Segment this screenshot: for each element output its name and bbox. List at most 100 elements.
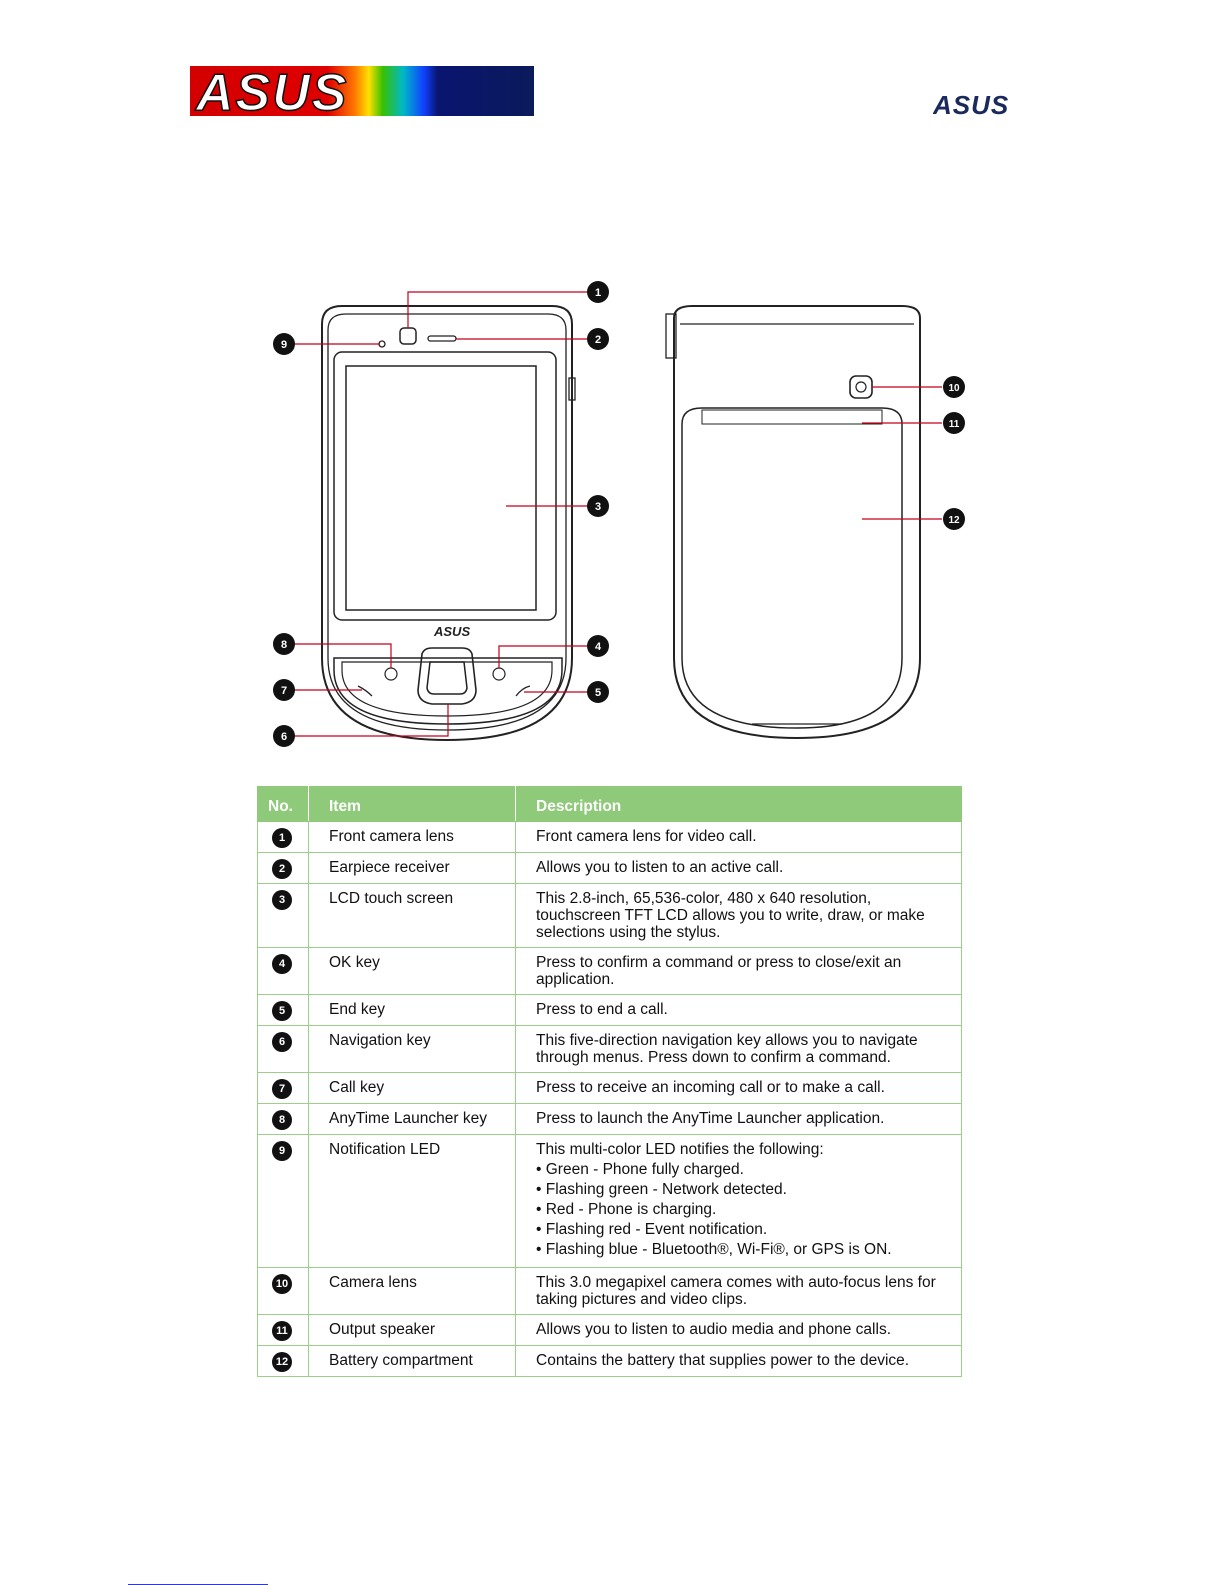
- table-row: 12 Battery compartment Contains the batt…: [257, 1345, 962, 1377]
- row-description: Press to launch the AnyTime Launcher app…: [515, 1103, 962, 1135]
- row-number-badge: 4: [272, 954, 292, 974]
- earpiece: [427, 335, 457, 342]
- asus-logo-wordmark: ASUS: [193, 66, 348, 116]
- row-description: Press to end a call.: [515, 994, 962, 1026]
- svg-text:12: 12: [948, 515, 960, 526]
- callout-9: 9: [273, 333, 295, 355]
- row-item: Camera lens: [308, 1267, 516, 1315]
- row-item: Battery compartment: [308, 1345, 516, 1377]
- header-item: Item: [308, 786, 516, 822]
- row-number-badge: 10: [272, 1274, 292, 1294]
- key-panel-inner: [341, 661, 553, 717]
- row-description: Allows you to listen to audio media and …: [515, 1314, 962, 1346]
- row-description: This five-direction navigation key allow…: [515, 1025, 962, 1073]
- callout-3: 3: [587, 495, 609, 517]
- row-number-badge: 7: [272, 1079, 292, 1099]
- key-panel: [333, 657, 563, 725]
- svg-text:4: 4: [595, 641, 602, 653]
- speaker-grille: [701, 409, 883, 425]
- components-table: No. Item Description 1 Front camera lens…: [257, 786, 962, 1377]
- svg-text:2: 2: [595, 334, 601, 346]
- row-number-badge: 1: [272, 828, 292, 848]
- front-body-outline: [321, 305, 573, 742]
- device-logo: ASUS: [433, 624, 470, 639]
- back-view: [665, 305, 921, 740]
- table-row: 2 Earpiece receiver Allows you to listen…: [257, 852, 962, 884]
- row-number-badge: 2: [272, 859, 292, 879]
- asus-banner-logo: ASUS: [190, 66, 534, 116]
- row-number-badge: 9: [272, 1141, 292, 1161]
- rear-camera: [849, 375, 873, 399]
- row-item: Call key: [308, 1072, 516, 1104]
- row-item: Notification LED: [308, 1134, 516, 1268]
- bullet-item: Red - Phone is charging.: [536, 1201, 953, 1218]
- svg-text:5: 5: [595, 687, 601, 699]
- navigation-key-outer: [417, 647, 477, 705]
- header-no: No.: [257, 786, 309, 822]
- callout-5: 5: [587, 681, 609, 703]
- front-camera: [399, 327, 417, 345]
- row-item: End key: [308, 994, 516, 1026]
- svg-text:1: 1: [595, 287, 601, 299]
- svg-text:10: 10: [948, 383, 960, 394]
- row-description: Front camera lens for video call.: [515, 821, 962, 853]
- banner-logo-text: ASUS: [194, 66, 348, 116]
- call-key-glyph: [357, 685, 373, 697]
- table-row: 11 Output speaker Allows you to listen t…: [257, 1314, 962, 1346]
- row-item: LCD touch screen: [308, 883, 516, 948]
- ok-key-icon: [492, 667, 506, 681]
- navigation-key-center: [426, 661, 468, 695]
- row-number-badge: 12: [272, 1352, 292, 1372]
- back-body-outline: [673, 305, 921, 740]
- callout-7: 7: [273, 679, 295, 701]
- corner-logo-text: ASUS: [933, 92, 1009, 118]
- row-description: Allows you to listen to an active call.: [515, 852, 962, 884]
- bullet-item: Flashing green - Network detected.: [536, 1181, 953, 1198]
- callout-4: 4: [587, 635, 609, 657]
- stylus-slot: [665, 313, 677, 359]
- table-row: 5 End key Press to end a call.: [257, 994, 962, 1026]
- table-row: 8 AnyTime Launcher key Press to launch t…: [257, 1103, 962, 1135]
- svg-text:6: 6: [281, 731, 287, 743]
- row-number-badge: 8: [272, 1110, 292, 1130]
- launcher-key-icon: [384, 667, 398, 681]
- row-description: Press to receive an incoming call or to …: [515, 1072, 962, 1104]
- row-description-cell: This multi-color LED notifies the follow…: [515, 1134, 962, 1268]
- row-number-badge: 3: [272, 890, 292, 910]
- device-diagram: ASUS 1 2 3 4 5 6 7 8 9 10 11: [273, 281, 965, 747]
- row-description: This 3.0 megapixel camera comes with aut…: [515, 1267, 962, 1315]
- svg-text:7: 7: [281, 685, 287, 697]
- battery-cover: [681, 407, 903, 729]
- callout-10: 10: [943, 376, 965, 398]
- bullet-item: Flashing red - Event notification.: [536, 1221, 953, 1238]
- lcd-screen: [345, 365, 537, 611]
- bullet-item: Flashing blue - Bluetooth®, Wi-Fi®, or G…: [536, 1241, 953, 1258]
- led-bullet-list: Green - Phone fully charged. Flashing gr…: [536, 1161, 953, 1258]
- row-item: Earpiece receiver: [308, 852, 516, 884]
- row-number-badge: 11: [272, 1321, 292, 1341]
- table-row: 6 Navigation key This five-direction nav…: [257, 1025, 962, 1073]
- row-item: OK key: [308, 947, 516, 995]
- row-number-badge: 5: [272, 1001, 292, 1021]
- table-header-row: No. Item Description: [257, 786, 962, 822]
- table-row: 3 LCD touch screen This 2.8-inch, 65,536…: [257, 883, 962, 948]
- callout-1: 1: [587, 281, 609, 303]
- callout-6: 6: [273, 725, 295, 747]
- callout-badges: 1 2 3 4 5 6 7 8 9 10 11 12: [273, 281, 965, 747]
- row-item: Output speaker: [308, 1314, 516, 1346]
- callout-2: 2: [587, 328, 609, 350]
- row-item: AnyTime Launcher key: [308, 1103, 516, 1135]
- row-item: Front camera lens: [308, 821, 516, 853]
- row-description: This 2.8-inch, 65,536-color, 480 x 640 r…: [515, 883, 962, 948]
- table-row: 9 Notification LED This multi-color LED …: [257, 1134, 962, 1268]
- svg-text:11: 11: [949, 419, 960, 430]
- side-key: [568, 377, 576, 401]
- table-row: 10 Camera lens This 3.0 megapixel camera…: [257, 1267, 962, 1315]
- front-body-inner-outline: [327, 313, 567, 731]
- bullet-item: Green - Phone fully charged.: [536, 1161, 953, 1178]
- table-row: 7 Call key Press to receive an incoming …: [257, 1072, 962, 1104]
- row-item: Navigation key: [308, 1025, 516, 1073]
- callout-12: 12: [943, 508, 965, 530]
- svg-text:3: 3: [595, 501, 601, 513]
- svg-text:8: 8: [281, 639, 287, 651]
